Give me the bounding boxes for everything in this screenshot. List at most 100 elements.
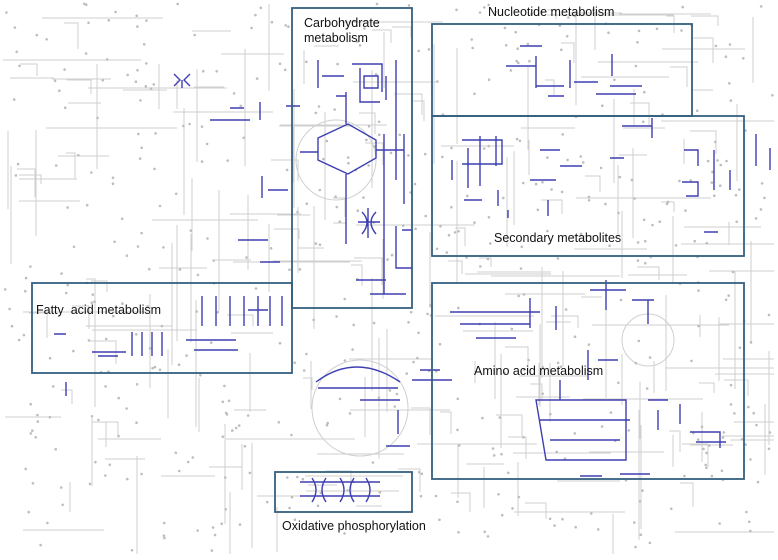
metabolite-node [401, 224, 405, 227]
metabolite-node [522, 435, 525, 439]
metabolite-node [142, 43, 146, 46]
metabolite-node [438, 518, 441, 522]
metabolite-node [759, 208, 763, 211]
metabolite-node [639, 533, 643, 536]
metabolite-node [107, 19, 111, 22]
metabolite-node [771, 94, 774, 97]
metabolite-node [763, 196, 766, 200]
metabolite-node [338, 397, 342, 401]
metabolite-node [48, 356, 52, 360]
metabolite-node [409, 310, 413, 314]
metabolite-node [515, 59, 518, 63]
metabolite-node [690, 359, 693, 363]
highlighted-pathway [682, 134, 771, 233]
metabolite-node [643, 239, 647, 243]
metabolite-node [200, 125, 204, 128]
metabolite-node [497, 493, 500, 496]
metabolite-node [146, 305, 149, 308]
highlighted-pathway [315, 366, 452, 447]
metabolite-node [365, 138, 368, 142]
metabolite-node [72, 245, 76, 249]
metabolite-node [714, 140, 717, 144]
metabolite-node [560, 48, 563, 52]
highlighted-pathway [358, 208, 413, 269]
metabolite-node [254, 287, 258, 290]
metabolite-node [83, 2, 86, 6]
metabolite-node [689, 179, 692, 182]
metabolite-node [641, 120, 645, 124]
metabolite-node [714, 44, 718, 48]
metabolite-node [441, 155, 444, 159]
metabolite-node [670, 507, 673, 511]
metabolite-node [683, 474, 686, 478]
metabolite-node [377, 120, 381, 124]
metabolite-node [634, 361, 638, 365]
metabolite-node [564, 308, 568, 311]
metabolite-node [507, 471, 510, 475]
glycolysis-hexagon [317, 123, 377, 175]
metabolite-node [407, 154, 410, 157]
metabolite-node [333, 108, 336, 111]
metabolite-node [634, 64, 638, 68]
metabolite-node [749, 341, 753, 344]
metabolite-node [500, 452, 503, 456]
metabolite-node [740, 438, 744, 441]
metabolite-node [710, 181, 714, 184]
metabolite-node [231, 429, 234, 432]
metabolite-node [502, 196, 505, 200]
highlighted-pathway [535, 380, 726, 475]
metabolite-node [224, 508, 227, 511]
metabolite-node [140, 472, 143, 476]
metabolite-node [117, 434, 120, 438]
metabolite-node [424, 214, 428, 218]
metabolite-node [138, 157, 142, 160]
metabolite-node [718, 522, 721, 525]
metabolite-node [491, 447, 495, 450]
metabolite-node [105, 58, 109, 61]
metabolite-node [284, 24, 288, 27]
metabolite-node [759, 5, 763, 8]
metabolite-node [53, 79, 57, 83]
metabolite-node [453, 231, 457, 234]
metabolite-node [5, 11, 8, 14]
metabolite-node [731, 270, 735, 274]
metabolite-node [457, 444, 461, 447]
metabolite-node [148, 347, 152, 350]
metabolite-node [417, 470, 421, 474]
secondary-metabolites-box [431, 115, 745, 257]
metabolite-node [153, 365, 157, 369]
metabolite-node [473, 221, 476, 224]
metabolite-node [747, 405, 750, 409]
metabolite-node [511, 507, 514, 510]
carbohydrate-metabolism-box [291, 7, 413, 309]
metabolite-node [213, 533, 217, 537]
metabolite-node [573, 335, 577, 339]
metabolite-node [561, 133, 564, 136]
metabolite-node [700, 425, 704, 429]
metabolite-node [3, 288, 7, 291]
highlighted-pathway [201, 296, 283, 326]
metabolite-node [536, 208, 540, 212]
metabolite-node [530, 12, 533, 16]
metabolite-node [111, 176, 115, 180]
amino-acid-metabolism-box [431, 282, 745, 480]
metabolite-node [378, 491, 382, 494]
metabolite-node [72, 349, 75, 353]
metabolite-node [439, 224, 442, 228]
metabolite-node [325, 139, 329, 143]
metabolite-node [643, 90, 646, 94]
metabolite-node [565, 35, 569, 38]
metabolite-node [60, 272, 63, 275]
secondary-metabolites-label: Secondary metabolites [494, 231, 621, 246]
metabolite-node [636, 241, 640, 244]
metabolite-node [587, 199, 591, 202]
metabolite-node [45, 38, 48, 41]
metabolite-node [438, 342, 442, 346]
metabolite-node [36, 413, 39, 417]
metabolite-node [326, 421, 330, 425]
metabolite-node [617, 211, 620, 215]
fatty-acid-label-text: Fatty acid metabolism [36, 303, 162, 317]
metabolite-node [655, 27, 659, 31]
metabolite-node [27, 510, 31, 514]
metabolite-node [162, 521, 166, 525]
